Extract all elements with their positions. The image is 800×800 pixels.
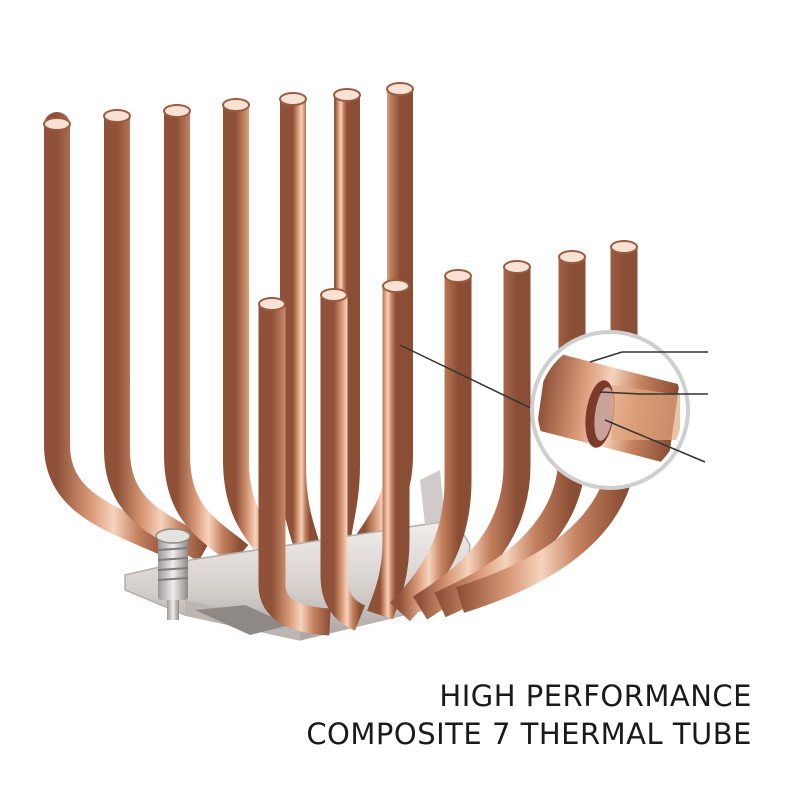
caption-line-1: HIGH PERFORMANCE (439, 679, 752, 713)
callout-pointer-line (399, 344, 546, 416)
caption-line-2: COMPOSITE 7 THERMAL TUBE (306, 717, 752, 751)
callout-line-2 (599, 391, 708, 395)
callout-line-1 (589, 351, 708, 363)
heatpipe-back-row (43, 82, 414, 566)
magnifier-callout (399, 330, 708, 490)
callout-line-3 (604, 419, 706, 463)
mounting-screw (155, 528, 191, 620)
